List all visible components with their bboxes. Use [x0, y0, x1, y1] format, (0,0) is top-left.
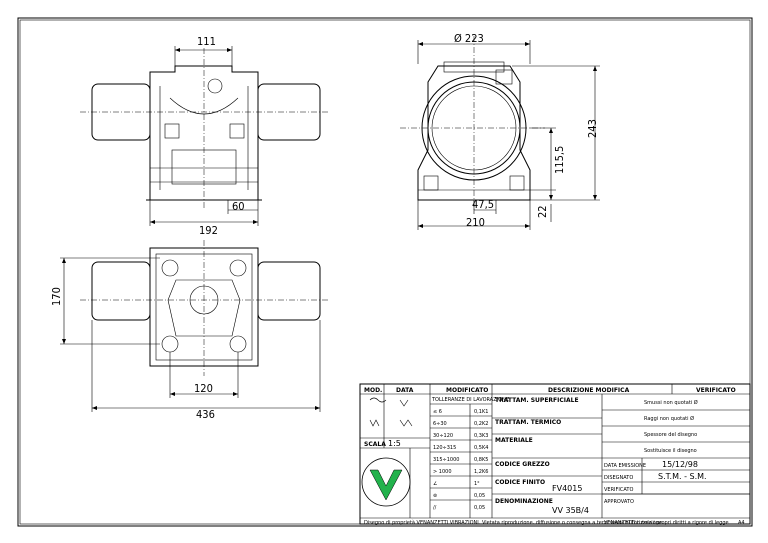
tolerance-range: ∠	[433, 481, 437, 487]
tolerance-value: 0,8	[474, 457, 482, 463]
dim-436: 436	[196, 408, 215, 421]
tolerance-range: //	[433, 505, 437, 511]
materiale: MATERIALE	[495, 437, 533, 444]
sheet-size: A4	[738, 520, 745, 526]
smussi: Smussi non quotati Ø	[644, 399, 698, 406]
col-descrizione: DESCRIZIONE MODIFICA	[548, 387, 630, 394]
data-emissione-value: 15/12/98	[662, 460, 698, 469]
tolerance-range: 315÷1000	[433, 457, 459, 463]
tolerance-value: 0,3	[474, 433, 482, 439]
footer-left: Disegno di proprietà VENANZETTI VIBRAZIO…	[364, 519, 664, 526]
dim-60: 60	[232, 200, 245, 213]
tolleranze-label: TOLLERANZE DI LAVORAZIONE	[431, 397, 509, 403]
dim-115-5: 115,5	[553, 146, 566, 174]
dim-210: 210	[466, 216, 485, 229]
rugosity-class: K6	[482, 469, 488, 475]
dim-243: 243	[586, 119, 599, 138]
denominazione: DENOMINAZIONE	[495, 498, 553, 505]
trattam-superficiale: TRATTAM. SUPERFICIALE	[495, 397, 579, 404]
tolerance-range: 6÷30	[433, 421, 447, 427]
col-modificato: MODIFICATO	[446, 387, 488, 394]
disegnato-label: DISEGNATO	[604, 475, 633, 481]
front-view	[80, 46, 330, 226]
inner-border	[19, 19, 751, 525]
tolerance-value: 0,1	[474, 409, 482, 415]
dim-170: 170	[50, 287, 63, 306]
footer-right: VENANZETTI tutela i propri diritti a rig…	[604, 520, 729, 526]
side-view	[400, 36, 600, 230]
col-mod: MOD.	[364, 387, 382, 394]
col-data: DATA	[396, 387, 414, 394]
tolerance-value: 1,2	[474, 469, 482, 475]
verificato-label: VERIFICATO	[604, 487, 633, 493]
outer-border	[17, 17, 753, 527]
raggi: Raggi non quotati Ø	[644, 415, 694, 422]
data-emissione-label: DATA EMISSIONE	[604, 463, 646, 469]
rugosity-class: K5	[482, 457, 488, 463]
scala-value: 1:5	[388, 439, 401, 448]
sostituisce: Sostituisce il disegno	[644, 448, 697, 454]
scala-label: SCALA	[364, 441, 386, 448]
col-verificato: VERIFICATO	[696, 387, 736, 394]
disegnato-value: S.T.M. - S.M.	[658, 472, 707, 481]
tolerance-value: 1°	[474, 481, 480, 487]
tolerance-range: ≤ 6	[433, 409, 442, 415]
tolerance-range: ⊚	[433, 493, 437, 499]
tolerance-value: 0,2	[474, 421, 482, 427]
trattam-termico: TRATTAM. TERMICO	[495, 419, 561, 426]
tolerance-value: 0,05	[474, 493, 485, 499]
approvato-label: APPROVATO	[604, 499, 634, 505]
tolerance-value: 0,5	[474, 445, 482, 451]
codice-finito-value: FV4015	[552, 484, 582, 493]
dim-diameter-223: Ø 223	[454, 32, 484, 45]
dim-22: 22	[536, 205, 549, 218]
codice-finito: CODICE FINITO	[495, 479, 545, 486]
dim-120: 120	[194, 382, 213, 395]
tolerance-table: ≤ 6 0,1 6÷30 0,2 30÷120 0,3 120÷315 0,5 315÷1000…	[433, 409, 488, 511]
tolerance-range: 120÷315	[433, 445, 456, 451]
rugosity-class: K2	[482, 421, 488, 427]
codice-grezzo: CODICE GREZZO	[495, 461, 550, 468]
tolerance-range: > 1000	[433, 469, 452, 475]
tolerance-value: 0,05	[474, 505, 485, 511]
tolerance-range: 30÷120	[433, 433, 453, 439]
title-block	[359, 383, 751, 525]
dim-192: 192	[199, 224, 218, 237]
dim-47-5: 47,5	[472, 198, 494, 211]
rugosity-class: K4	[482, 445, 488, 451]
rugosity-class: K1	[482, 409, 488, 415]
rugosity-class: K3	[482, 433, 488, 439]
top-view	[60, 240, 330, 412]
denominazione-value: VV 35B/4	[552, 506, 589, 515]
spessore: Spessore del disegno	[644, 432, 697, 438]
dim-111: 111	[197, 35, 216, 48]
